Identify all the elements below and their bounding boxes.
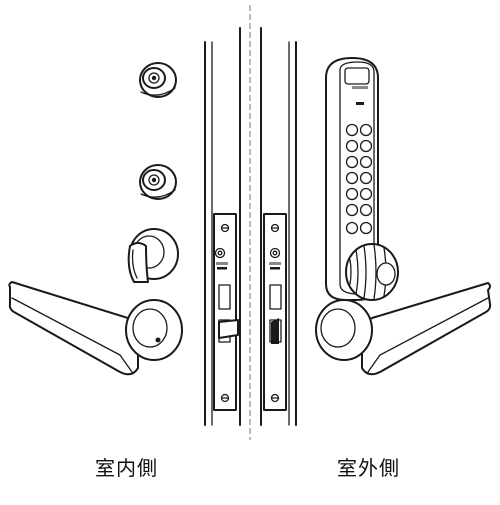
thumb-turn (127, 228, 179, 283)
outside-caption: 室外側 (337, 456, 400, 480)
keypad-knob (345, 243, 399, 301)
inside-cylinder-top (139, 62, 177, 98)
keypad-button (345, 171, 359, 185)
inside-caption: 室内側 (95, 456, 158, 480)
door-edge-right (260, 27, 297, 426)
keypad-button (345, 155, 359, 169)
keypad-buttons (345, 123, 373, 235)
inside-cylinder-middle (139, 164, 177, 200)
outside-lever-handle (315, 282, 492, 376)
keypad-button (359, 123, 373, 137)
keypad-button (359, 221, 373, 235)
keypad-button (345, 187, 359, 201)
inside-lever-handle (8, 281, 183, 376)
faceplate-left (213, 213, 239, 411)
keypad-button (345, 203, 359, 217)
keypad-button (359, 187, 373, 201)
keypad-button (359, 139, 373, 153)
door-edge-left (204, 27, 241, 426)
keypad-button (345, 221, 359, 235)
keypad-button (345, 123, 359, 137)
keypad-button (359, 203, 373, 217)
keypad-button (359, 155, 373, 169)
keypad-button (359, 171, 373, 185)
keypad-button (345, 139, 359, 153)
faceplate-right (263, 213, 287, 411)
